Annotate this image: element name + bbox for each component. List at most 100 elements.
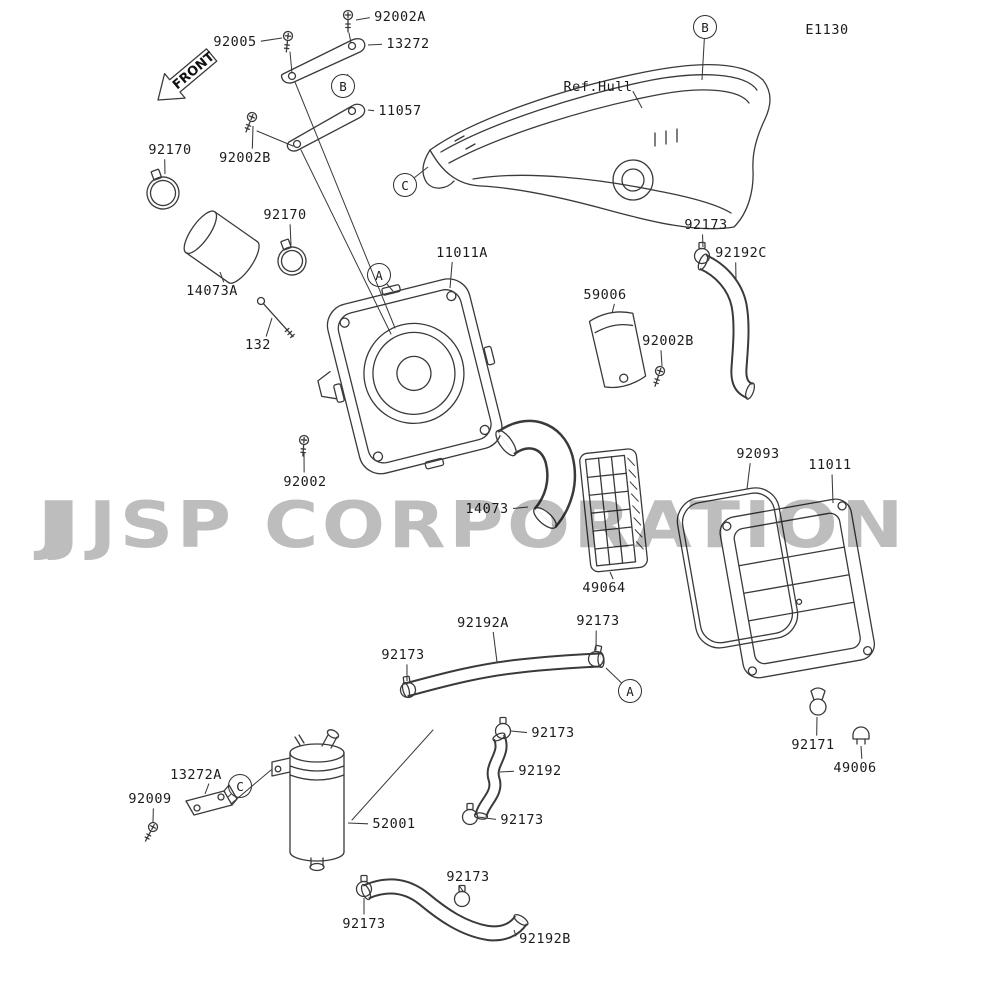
leader-line [367, 43, 383, 46]
filter-housing-11011a [317, 278, 503, 475]
leader-line [701, 234, 704, 248]
part-label-92171-30: 92171 [791, 737, 835, 753]
part-label-92173-14: 92173 [684, 217, 728, 233]
part-label-92005-3: 92005 [213, 34, 257, 50]
part-label-13272a-27: 13272A [170, 767, 222, 783]
clamp-92171 [809, 687, 827, 716]
leader-line [458, 885, 464, 892]
bracket-11057 [286, 103, 366, 152]
screw-92009 [144, 821, 159, 842]
clamp-92170-1 [146, 168, 180, 210]
hose-92192 [473, 732, 508, 820]
part-label-92192a-21: 92192A [457, 615, 509, 631]
part-label-49006-31: 49006 [833, 760, 877, 776]
part-label-92093-19: 92093 [736, 446, 780, 462]
part-label-92002a-2: 92002A [374, 9, 426, 25]
leader-line [347, 822, 369, 825]
leader-line [367, 109, 375, 112]
clamp-92173-6 [453, 884, 471, 908]
leader-line [251, 125, 254, 149]
leader-line [449, 261, 453, 289]
leader-line [609, 571, 614, 580]
leader-line [831, 474, 834, 504]
clamp-92170-2 [277, 238, 307, 276]
part-label-refhull-1: Ref.Hull [563, 79, 633, 95]
tube-14073a [183, 210, 260, 284]
part-label-92173-23: 92173 [381, 647, 425, 663]
part-label-13272-4: 13272 [386, 36, 430, 52]
part-label-92192-25: 92192 [518, 763, 562, 779]
clamp-92173-7 [355, 874, 373, 898]
clamp-92173-5 [461, 802, 479, 826]
leader-line [219, 271, 225, 283]
leader-line [492, 631, 498, 663]
part-label-e1130-0: E1130 [805, 22, 849, 38]
screw-92002b-2 [653, 365, 666, 387]
part-label-92192b-34: 92192B [519, 931, 571, 947]
part-label-92173-33: 92173 [342, 916, 386, 932]
leader-line [510, 730, 528, 734]
screw-92002 [298, 434, 310, 457]
leader-line [386, 283, 394, 292]
part-label-92002b-13: 92002B [642, 333, 694, 349]
part-label-92002-16: 92002 [283, 474, 327, 490]
leader-line [513, 929, 517, 937]
plate-59006 [588, 311, 647, 389]
leader-line [660, 350, 663, 367]
separator-52001 [271, 729, 345, 872]
part-label-92009-28: 92009 [128, 791, 172, 807]
bolt-132 [256, 296, 295, 339]
clamp-92173-1 [693, 241, 711, 265]
part-label-92173-26: 92173 [500, 812, 544, 828]
leader-line [701, 38, 705, 81]
leader-line [499, 770, 515, 773]
part-label-92173-32: 92173 [446, 869, 490, 885]
hose-14073 [495, 419, 577, 529]
leader-line [260, 37, 283, 42]
part-label-11011-20: 11011 [808, 457, 852, 473]
leader-line [632, 90, 643, 109]
leader-line [512, 506, 529, 510]
screw-92002a [342, 9, 354, 33]
part-label-92170-7: 92170 [148, 142, 192, 158]
plug-49006 [852, 726, 870, 745]
clamp-92173-2 [587, 644, 605, 668]
part-label-52001-29: 52001 [372, 816, 416, 832]
clamp-92173-3 [399, 675, 417, 699]
part-label-11057-5: 11057 [378, 103, 422, 119]
callout-a-4: A [618, 679, 642, 703]
leader-line [477, 816, 497, 820]
hose-92192b [360, 878, 529, 942]
hull-outline [422, 64, 771, 230]
part-label-14073a-9: 14073A [186, 283, 238, 299]
cover-11011 [719, 498, 875, 679]
part-label-92173-22: 92173 [576, 613, 620, 629]
filter-element-49064 [579, 448, 648, 573]
part-label-14073-17: 14073 [465, 501, 509, 517]
leader-line [860, 745, 863, 759]
part-label-11011a-11: 11011A [436, 245, 488, 261]
callout-b-0: B [693, 15, 717, 39]
bolt-92005 [282, 30, 294, 53]
leader-line [265, 317, 273, 337]
callout-c-2: C [393, 173, 417, 197]
part-label-92192c-15: 92192C [715, 245, 767, 261]
clamp-92173-4 [494, 716, 512, 740]
screw-92002b-1 [244, 111, 258, 133]
gasket-92093 [676, 487, 799, 649]
part-label-132-10: 132 [245, 337, 271, 353]
leader-line [611, 303, 615, 314]
part-label-92170-8: 92170 [263, 207, 307, 223]
callout-b-1: B [331, 74, 355, 98]
part-label-59006-12: 59006 [583, 287, 627, 303]
callout-a-3: A [367, 263, 391, 287]
part-label-49064-18: 49064 [582, 580, 626, 596]
leader-line [204, 783, 210, 795]
callout-c-5: C [228, 774, 252, 798]
part-label-92173-24: 92173 [531, 725, 575, 741]
hose-92192c [697, 253, 756, 400]
